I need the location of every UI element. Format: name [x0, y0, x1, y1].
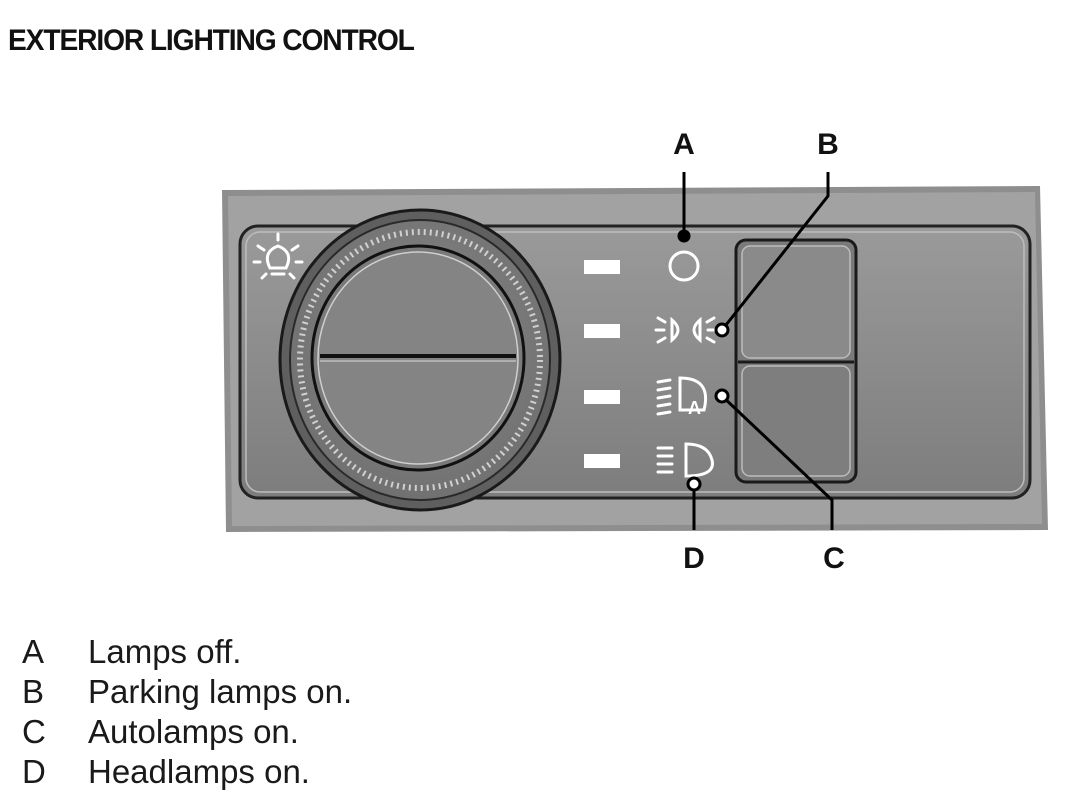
autolamps-icon-letter: A	[688, 398, 701, 418]
panel-switch[interactable]	[734, 238, 858, 484]
callout-dots	[677, 229, 730, 492]
position-indicator	[584, 324, 620, 338]
legend-letter: A	[22, 633, 45, 670]
callout-b: B	[817, 128, 839, 161]
position-indicator	[584, 454, 620, 468]
lighting-rotary-knob[interactable]	[278, 208, 562, 512]
legend-item: B Parking lamps on.	[22, 672, 352, 712]
legend-letter: B	[22, 673, 45, 710]
callout-a: A	[673, 128, 695, 161]
callout-legend: A Lamps off. B Parking lamps on. C Autol…	[22, 632, 352, 792]
legend-item: D Headlamps on.	[22, 752, 352, 792]
headlamps-icon	[656, 442, 714, 478]
legend-item: A Lamps off.	[22, 632, 352, 672]
legend-item: C Autolamps on.	[22, 712, 352, 752]
exterior-lamp-icon	[252, 232, 304, 280]
position-indicator	[584, 390, 620, 404]
legend-text: Parking lamps on.	[88, 673, 353, 710]
position-indicator	[584, 260, 620, 274]
callout-d: D	[683, 542, 705, 575]
legend-text: Headlamps on.	[88, 753, 310, 790]
callout-leaders	[682, 172, 834, 530]
off-icon	[668, 250, 700, 282]
legend-letter: D	[22, 753, 46, 790]
parking-lamps-icon	[654, 316, 718, 344]
legend-text: Lamps off.	[88, 633, 242, 670]
page-title: EXTERIOR LIGHTING CONTROL	[8, 24, 415, 57]
legend-letter: C	[22, 713, 46, 750]
position-indicators	[584, 260, 620, 468]
autolamps-icon: A	[656, 376, 707, 418]
callout-c: C	[823, 542, 845, 575]
legend-text: Autolamps on.	[88, 713, 299, 750]
